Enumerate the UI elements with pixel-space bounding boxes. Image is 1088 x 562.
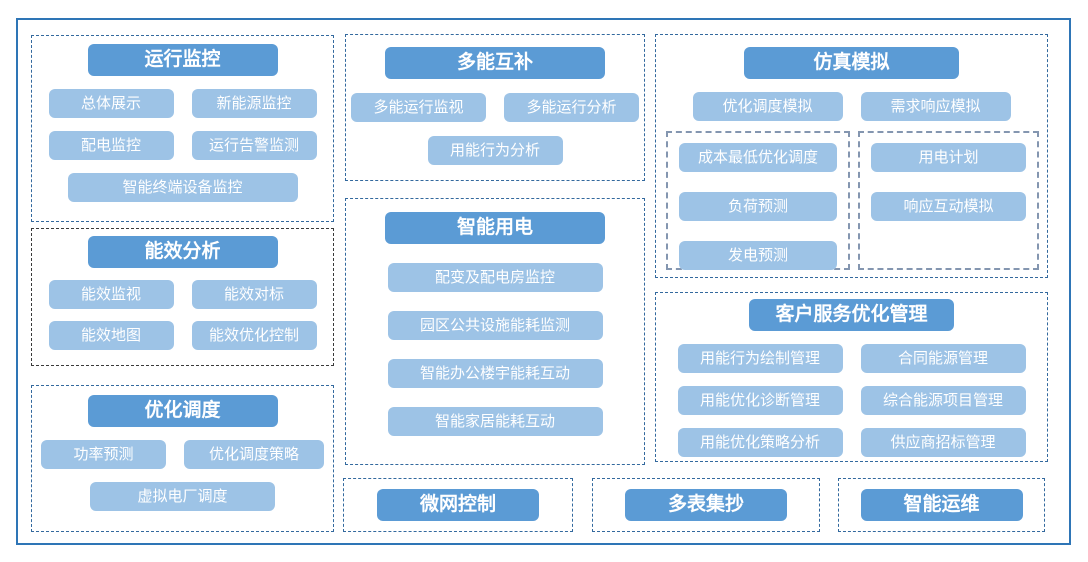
section-operation-monitoring: 运行监控 总体展示 新能源监控 配电监控 运行告警监测 智能终端设备监控 [31, 35, 334, 222]
section-title: 运行监控 [87, 44, 278, 76]
row: 用能优化诊断管理 综合能源项目管理 [677, 386, 1026, 415]
module-button: 用能行为绘制管理 [677, 344, 843, 373]
module-button: 能效监视 [48, 280, 174, 309]
module-button: 智能家居能耗互动 [387, 407, 603, 436]
simulation-subgroup-right: 用电计划 响应互动模拟 [858, 131, 1039, 270]
row: 用能优化策略分析 供应商招标管理 [677, 428, 1026, 457]
module-button: 多能运行分析 [504, 93, 639, 122]
section-title: 能效分析 [87, 236, 278, 268]
row: 能效监视 能效对标 [48, 280, 317, 309]
module-button: 用电计划 [870, 143, 1027, 172]
row: 智能办公楼宇能耗互动 [387, 359, 603, 388]
module-button: 配变及配电房监控 [387, 263, 603, 292]
row: 配变及配电房监控 [387, 263, 603, 292]
section-smart-power-use: 智能用电 配变及配电房监控 园区公共设施能耗监测 智能办公楼宇能耗互动 智能家居… [345, 198, 645, 465]
section-title: 客户服务优化管理 [749, 299, 954, 331]
section-microgrid-control: 微网控制 [343, 478, 573, 532]
section-customer-service-optimization: 客户服务优化管理 用能行为绘制管理 合同能源管理 用能优化诊断管理 综合能源项目… [655, 292, 1048, 462]
module-button: 成本最低优化调度 [678, 143, 838, 172]
section-title: 微网控制 [377, 489, 539, 521]
section-title: 智能运维 [860, 489, 1023, 521]
row: 总体展示 新能源监控 [48, 89, 317, 118]
simulation-subgroup-left: 成本最低优化调度 负荷预测 发电预测 [666, 131, 850, 270]
section-title: 优化调度 [87, 395, 278, 427]
module-button: 园区公共设施能耗监测 [387, 311, 603, 340]
row: 能效地图 能效优化控制 [48, 321, 317, 350]
module-button: 新能源监控 [191, 89, 317, 118]
module-button: 负荷预测 [678, 192, 838, 221]
module-button: 功率预测 [41, 440, 166, 469]
module-button: 总体展示 [48, 89, 174, 118]
module-button: 运行告警监测 [191, 131, 317, 160]
row: 虚拟电厂调度 [90, 482, 275, 511]
module-button: 优化调度模拟 [692, 92, 843, 121]
module-button: 综合能源项目管理 [860, 386, 1026, 415]
row: 优化调度模拟 需求响应模拟 [692, 92, 1011, 121]
module-button: 多能运行监视 [351, 93, 486, 122]
section-multi-meter-reading: 多表集抄 [592, 478, 820, 532]
section-optimization-dispatch: 优化调度 功率预测 优化调度策略 虚拟电厂调度 [31, 385, 334, 532]
module-button: 用能优化诊断管理 [677, 386, 843, 415]
module-button: 能效对标 [191, 280, 317, 309]
row: 用能行为分析 [427, 136, 563, 165]
module-button: 发电预测 [678, 241, 838, 270]
module-button: 需求响应模拟 [860, 92, 1011, 121]
row: 配电监控 运行告警监测 [48, 131, 317, 160]
section-energy-efficiency-analysis: 能效分析 能效监视 能效对标 能效地图 能效优化控制 [31, 228, 334, 366]
module-button: 供应商招标管理 [860, 428, 1026, 457]
section-multi-energy-complementary: 多能互补 多能运行监视 多能运行分析 用能行为分析 [345, 34, 645, 181]
module-button: 用能行为分析 [427, 136, 563, 165]
section-title: 仿真模拟 [744, 47, 959, 79]
module-button: 配电监控 [48, 131, 174, 160]
row: 园区公共设施能耗监测 [387, 311, 603, 340]
row: 用能行为绘制管理 合同能源管理 [677, 344, 1026, 373]
row: 多能运行监视 多能运行分析 [351, 93, 639, 122]
module-button: 优化调度策略 [184, 440, 324, 469]
module-button: 智能办公楼宇能耗互动 [387, 359, 603, 388]
row: 功率预测 优化调度策略 [41, 440, 324, 469]
module-button: 虚拟电厂调度 [90, 482, 275, 511]
section-title: 智能用电 [385, 212, 605, 244]
section-smart-operation-maintenance: 智能运维 [838, 478, 1045, 532]
row: 智能终端设备监控 [67, 173, 298, 202]
row: 智能家居能耗互动 [387, 407, 603, 436]
module-button: 响应互动模拟 [870, 192, 1027, 221]
module-button: 能效地图 [48, 321, 174, 350]
module-button: 用能优化策略分析 [677, 428, 843, 457]
section-title: 多表集抄 [625, 489, 787, 521]
section-title: 多能互补 [385, 47, 605, 79]
module-button: 合同能源管理 [860, 344, 1026, 373]
section-simulation: 仿真模拟 优化调度模拟 需求响应模拟 成本最低优化调度 负荷预测 发电预测 用电… [655, 34, 1048, 278]
module-button: 智能终端设备监控 [67, 173, 298, 202]
module-button: 能效优化控制 [191, 321, 317, 350]
